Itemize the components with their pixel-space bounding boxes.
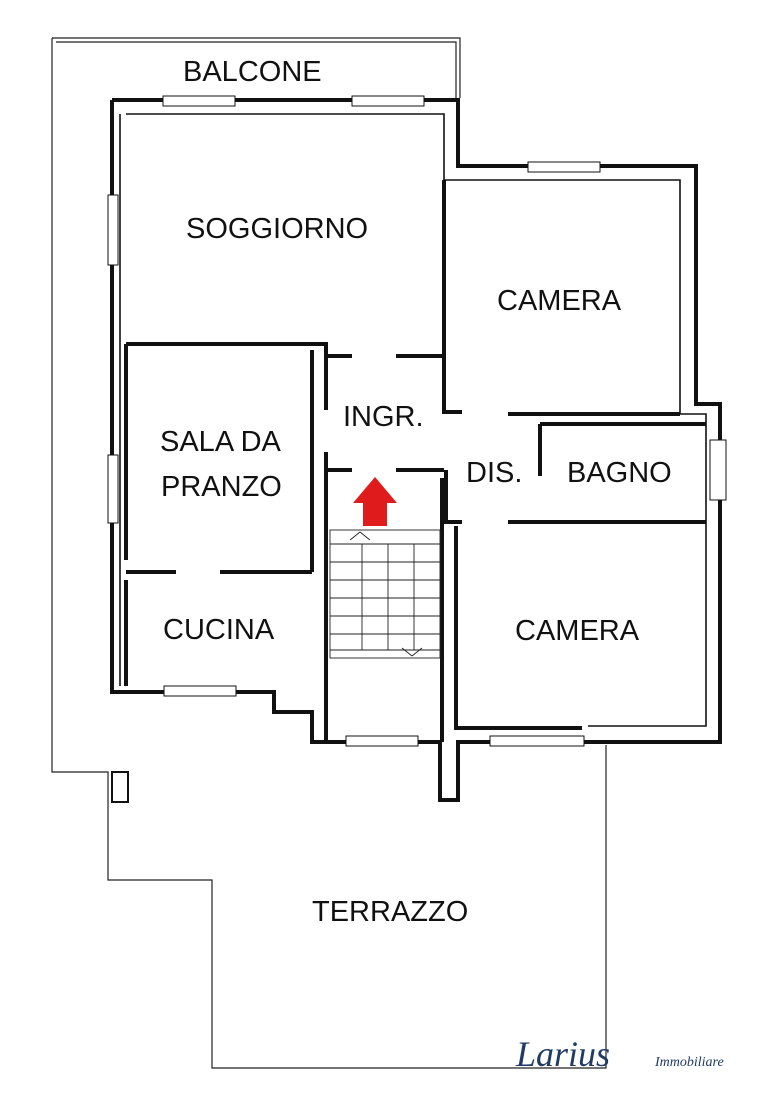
up-arrow-icon xyxy=(353,477,397,526)
interior-wall xyxy=(126,342,328,410)
label-bagno: BAGNO xyxy=(567,457,672,489)
window xyxy=(107,194,119,266)
window xyxy=(709,439,727,501)
window xyxy=(107,454,119,524)
brand-tagline: Immobiliare xyxy=(654,1055,724,1070)
label-balcone: BALCONE xyxy=(183,56,322,88)
brand-logo: Larius xyxy=(515,1034,610,1074)
balcony-outline-inner xyxy=(56,41,457,98)
interior-wall xyxy=(508,422,706,524)
label-soggiorno: SOGGIORNO xyxy=(186,213,368,245)
balcony-outline xyxy=(51,37,607,1069)
window xyxy=(489,735,585,747)
window xyxy=(351,95,425,107)
label-camera-bottom: CAMERA xyxy=(515,615,640,647)
label-camera-top: CAMERA xyxy=(497,285,622,317)
window xyxy=(345,735,419,747)
interior-wall xyxy=(442,180,462,414)
label-sala-line1: SALA DA xyxy=(160,426,282,458)
label-sala-line2: PRANZO xyxy=(161,471,282,503)
label-ingresso: INGR. xyxy=(343,401,424,433)
interior-wall xyxy=(126,350,314,574)
label-disimpegno: DIS. xyxy=(466,457,522,489)
interior-wall xyxy=(444,470,462,524)
window xyxy=(163,685,237,697)
window xyxy=(162,95,236,107)
interior-wall xyxy=(454,526,582,730)
terrace-pillar xyxy=(111,771,129,803)
exterior-wall-inner xyxy=(119,113,707,727)
staircase xyxy=(329,529,441,659)
label-cucina: CUCINA xyxy=(163,614,275,646)
label-terrazzo: TERRAZZO xyxy=(312,896,468,928)
window xyxy=(527,161,601,173)
